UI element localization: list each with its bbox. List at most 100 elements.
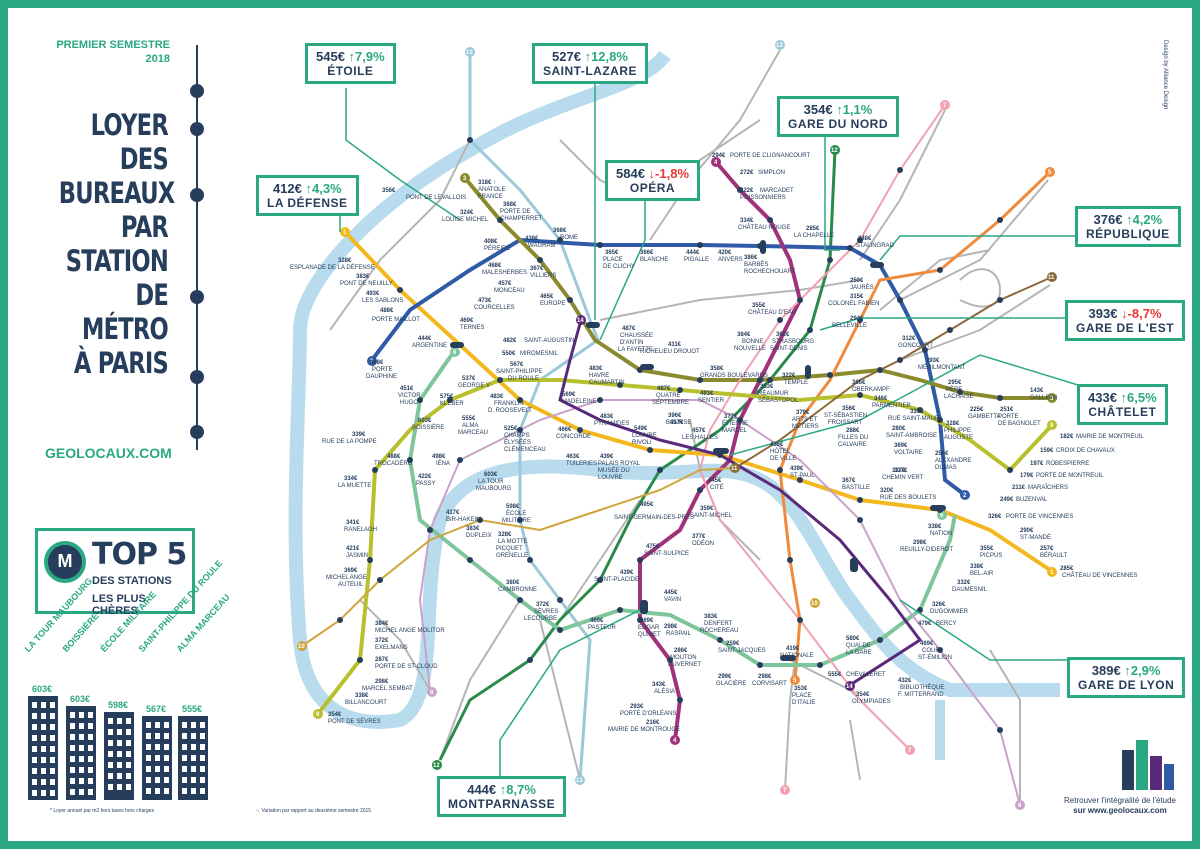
svg-text:6: 6	[940, 513, 944, 519]
svg-text:SÈVRES: SÈVRES	[534, 608, 558, 615]
svg-text:SIMPLON: SIMPLON	[758, 170, 785, 176]
top5-price: 598€	[108, 700, 129, 710]
rail-dot	[190, 425, 204, 439]
svg-text:328€: 328€	[946, 421, 960, 427]
svg-text:CHÂTEAU DE VINCENNES: CHÂTEAU DE VINCENNES	[1062, 572, 1137, 579]
svg-text:353€: 353€	[794, 686, 808, 692]
svg-text:MARCADET: MARCADET	[760, 188, 794, 194]
building-window	[117, 751, 122, 757]
building-window	[32, 768, 37, 774]
svg-text:DAUPHINE: DAUPHINE	[366, 374, 397, 380]
svg-text:250€: 250€	[850, 278, 864, 284]
svg-text:493€: 493€	[700, 391, 714, 397]
svg-text:12: 12	[433, 763, 440, 769]
building-window	[88, 734, 93, 740]
svg-text:343€: 343€	[652, 682, 666, 688]
svg-text:468€: 468€	[488, 263, 502, 269]
callout-etoile: 545€ ↑7,9% ÉTOILE	[305, 43, 396, 84]
building-window	[164, 766, 169, 772]
svg-text:383€: 383€	[704, 614, 718, 620]
svg-text:4: 4	[673, 738, 677, 744]
svg-text:ST-ÉMILION: ST-ÉMILION	[918, 654, 952, 661]
svg-text:CALVAIRE: CALVAIRE	[838, 442, 867, 448]
building-window	[32, 735, 37, 741]
svg-text:411€: 411€	[668, 342, 682, 348]
svg-text:143€: 143€	[1030, 388, 1044, 394]
svg-text:ROCHECHOUART: ROCHECHOUART	[744, 269, 796, 275]
building-window	[79, 745, 84, 751]
svg-text:GRANDS BOULEVARDS: GRANDS BOULEVARDS	[700, 373, 768, 379]
svg-text:PICQUET: PICQUET	[496, 546, 523, 552]
svg-text:9: 9	[316, 712, 320, 718]
svg-text:445€: 445€	[708, 478, 722, 484]
svg-text:BÉRAULT: BÉRAULT	[1040, 552, 1068, 559]
svg-text:525€: 525€	[504, 426, 518, 432]
station-label: 318€ ↑	[478, 180, 496, 186]
building-window	[70, 756, 75, 762]
building-window	[41, 713, 46, 719]
svg-text:473€: 473€	[478, 298, 492, 304]
site-url[interactable]: GEOLOCAUX.COM	[45, 445, 172, 461]
svg-text:334€: 334€	[740, 218, 754, 224]
svg-text:5: 5	[793, 678, 797, 684]
svg-text:295€: 295€	[948, 380, 962, 386]
building-window	[182, 788, 187, 794]
svg-text:488€: 488€	[370, 360, 384, 366]
svg-text:VILLIERS: VILLIERS	[530, 273, 556, 279]
svg-text:8: 8	[1018, 803, 1022, 809]
building-window	[32, 713, 37, 719]
svg-text:LES SABLONS: LES SABLONS	[362, 298, 403, 304]
svg-text:PORTE MAILLOT: PORTE MAILLOT	[372, 317, 420, 323]
svg-text:466€: 466€	[558, 427, 572, 433]
svg-text:12: 12	[831, 148, 838, 154]
svg-text:322€: 322€	[782, 373, 796, 379]
svg-text:CAMBRONNE: CAMBRONNE	[498, 587, 537, 593]
svg-text:383€: 383€	[466, 526, 480, 532]
svg-text:256€: 256€	[935, 451, 949, 457]
building-window	[164, 722, 169, 728]
svg-text:334€: 334€	[344, 476, 358, 482]
svg-text:DUPLEIX: DUPLEIX	[466, 533, 492, 539]
building-window	[108, 762, 113, 768]
svg-text:PONT DE NEUILLY: PONT DE NEUILLY	[340, 281, 393, 287]
svg-text:D'ANTIN: D'ANTIN	[620, 340, 643, 346]
svg-text:PÉREIRE: PÉREIRE	[484, 245, 510, 252]
svg-text:421€: 421€	[346, 546, 360, 552]
svg-text:DE CLICHY: DE CLICHY	[603, 264, 635, 270]
building-window	[88, 767, 93, 773]
svg-text:469€: 469€	[920, 641, 934, 647]
svg-text:PORTE DE CLIGNANCOURT: PORTE DE CLIGNANCOURT	[730, 153, 810, 159]
building-window	[191, 744, 196, 750]
svg-text:CHAMPERRET: CHAMPERRET	[500, 216, 542, 222]
building-window	[164, 755, 169, 761]
svg-text:367€: 367€	[842, 478, 856, 484]
building-window	[32, 757, 37, 763]
svg-text:353€: 353€	[760, 384, 774, 390]
svg-text:384€: 384€	[375, 621, 389, 627]
svg-text:MÉNILMONTANT: MÉNILMONTANT	[918, 364, 966, 371]
building-window	[41, 746, 46, 752]
svg-text:367€: 367€	[530, 266, 544, 272]
svg-text:259€: 259€	[726, 641, 740, 647]
building-window	[88, 778, 93, 784]
svg-text:317€: 317€	[892, 468, 906, 474]
building-window	[50, 790, 55, 796]
svg-text:PÈRE: PÈRE	[946, 386, 962, 393]
building-window	[200, 744, 205, 750]
svg-text:ARTS ET: ARTS ET	[792, 417, 818, 423]
building-window	[126, 729, 131, 735]
building-window	[182, 755, 187, 761]
medal-icon: M	[44, 541, 86, 583]
svg-text:BIBLIOTHÈQUE: BIBLIOTHÈQUE	[900, 684, 944, 691]
svg-text:BIR-HAKEIM: BIR-HAKEIM	[446, 517, 481, 523]
svg-text:MIROMESNIL: MIROMESNIL	[520, 351, 559, 357]
svg-text:377€: 377€	[692, 534, 706, 540]
callout-chatelet: 433€ ↑6,5% CHÂTELET	[1077, 384, 1168, 425]
svg-text:RASPAIL: RASPAIL	[666, 631, 692, 637]
svg-text:386€: 386€	[744, 255, 758, 261]
svg-text:MUSÉE DU: MUSÉE DU	[598, 467, 630, 474]
svg-text:216€: 216€	[646, 720, 660, 726]
svg-text:SAINT-MICHEL: SAINT-MICHEL	[690, 513, 733, 519]
svg-text:222€: 222€	[740, 188, 754, 194]
building-window	[79, 723, 84, 729]
